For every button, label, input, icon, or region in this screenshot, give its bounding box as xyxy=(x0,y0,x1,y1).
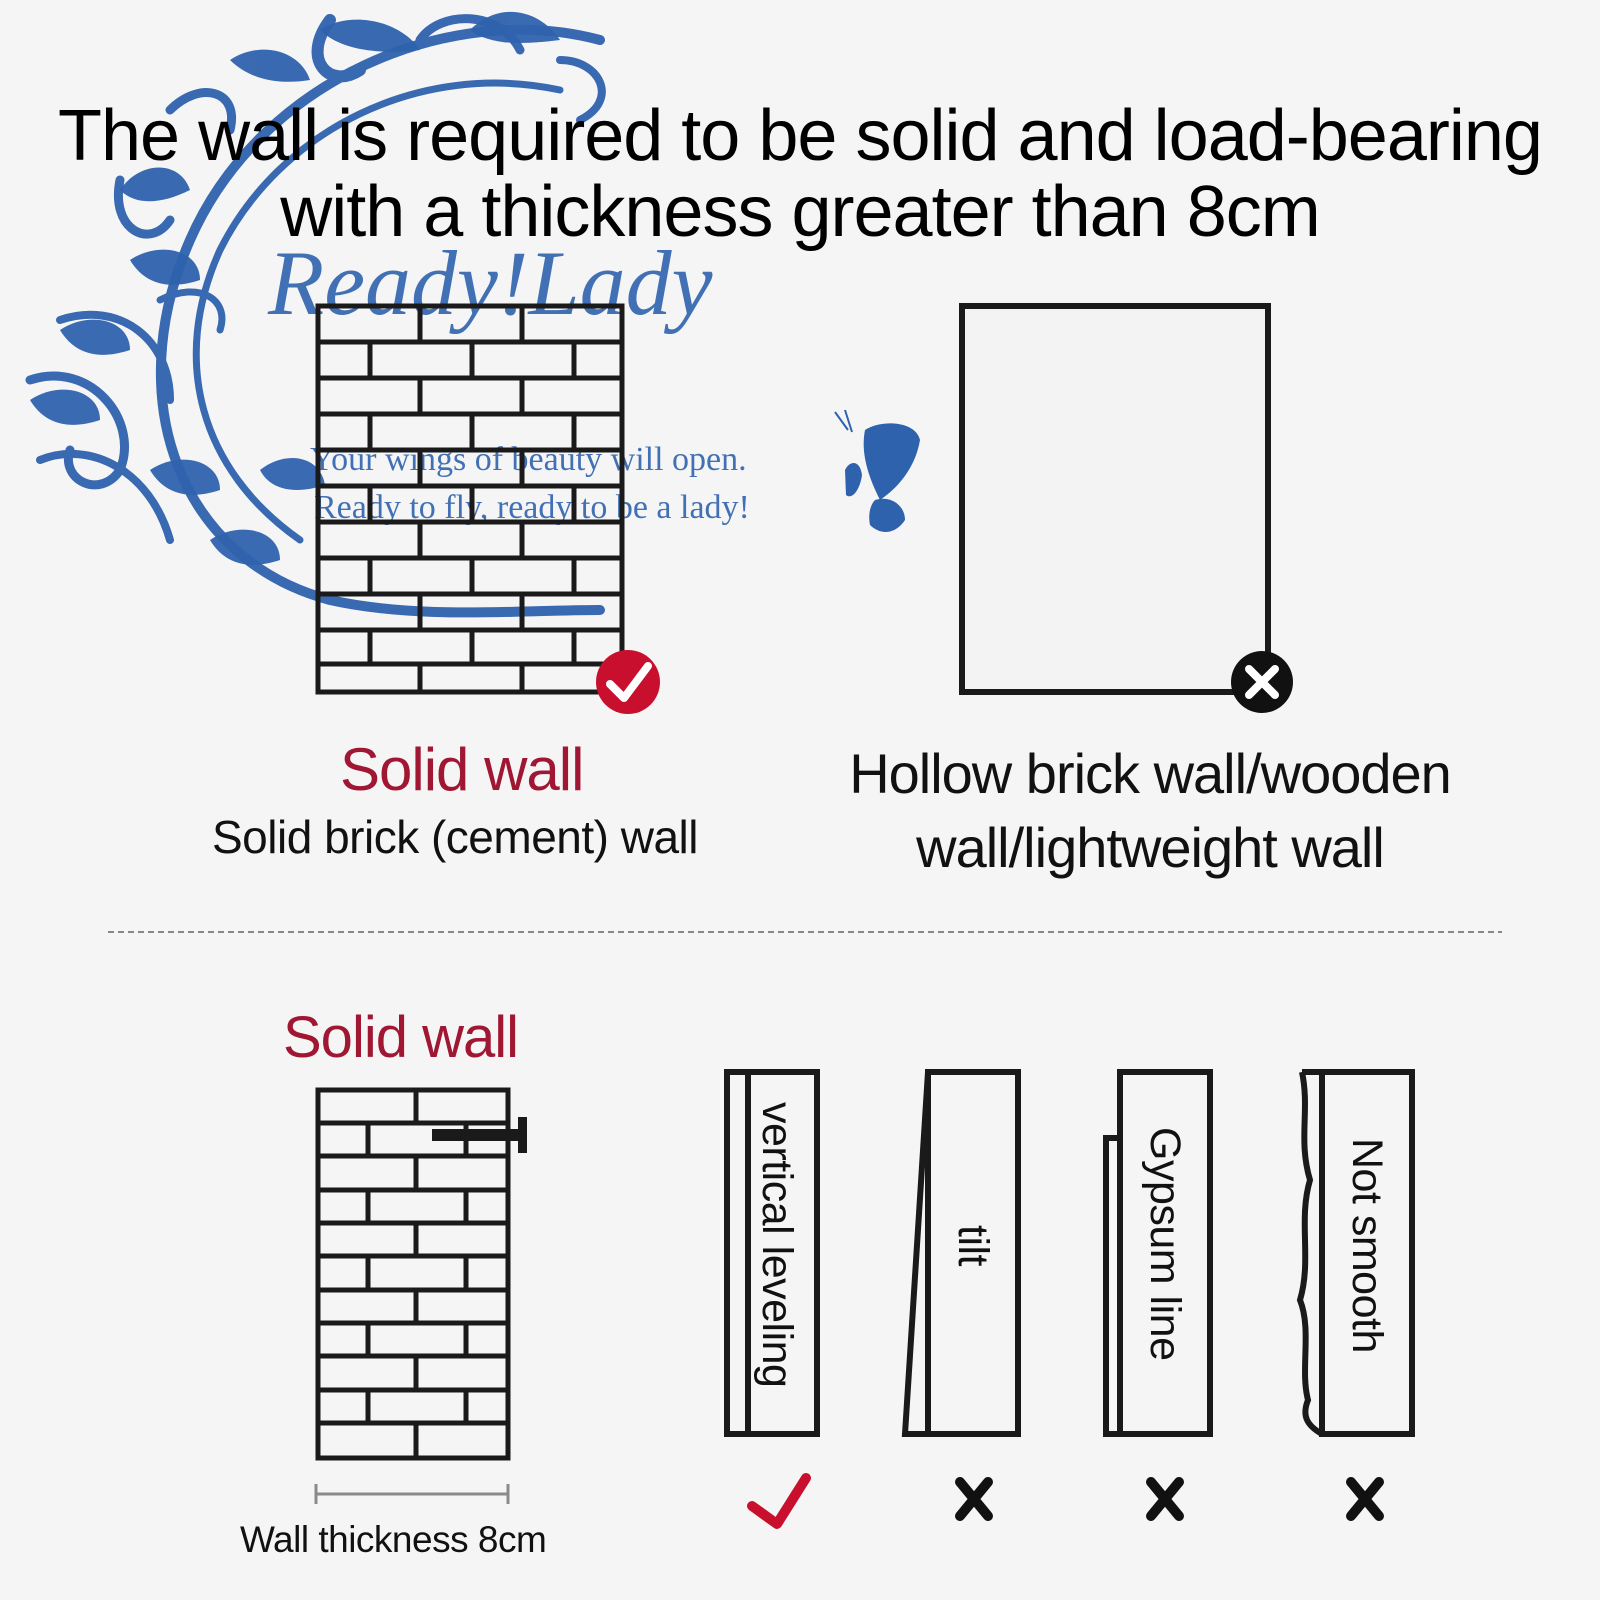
brick-wall-section-illustration xyxy=(315,1087,511,1461)
condition-label-not-smooth: Not smooth xyxy=(1343,1138,1391,1353)
hollow-wall-label-line-1: Hollow brick wall/wooden xyxy=(849,742,1452,805)
solid-wall-subtitle: Solid brick (cement) wall xyxy=(212,811,698,863)
gypsum-line-wall-illustration xyxy=(1103,1069,1213,1437)
not-smooth-wall-illustration xyxy=(1296,1069,1415,1437)
watermark-brand: Ready!Lady xyxy=(267,232,713,334)
thickness-dimension-line xyxy=(314,1484,510,1504)
condition-label-tilt: tilt xyxy=(949,1225,997,1266)
bottom-solid-wall-title: Solid wall xyxy=(283,1005,519,1070)
condition-label-gypsum-line: Gypsum line xyxy=(1141,1127,1189,1361)
solid-wall-title: Solid wall xyxy=(340,736,584,803)
x-badge-icon xyxy=(1231,651,1293,713)
hollow-wall-label-line-2: wall/lightweight wall xyxy=(916,816,1385,879)
hollow-wall-label: Hollow brick wall/wooden wall/lightweigh… xyxy=(800,737,1500,885)
watermark-logo xyxy=(25,14,606,618)
headline-line-1: The wall is required to be solid and loa… xyxy=(58,96,1543,176)
page-headline: The wall is required to be solid and loa… xyxy=(20,98,1580,250)
butterfly-icon xyxy=(834,409,920,532)
check-badge-icon xyxy=(596,650,660,714)
result-x-icon xyxy=(1146,1477,1184,1521)
wall-thickness-label: Wall thickness 8cm xyxy=(240,1519,547,1560)
tilt-wall-illustration xyxy=(901,1069,1021,1437)
result-check-icon xyxy=(747,1473,811,1529)
leaf-shapes xyxy=(30,11,560,565)
watermark-tagline-1: Your wings of beauty will open. xyxy=(310,441,747,478)
result-x-icon xyxy=(955,1477,993,1521)
hollow-wall-illustration xyxy=(959,303,1271,695)
anchor-bolt-icon xyxy=(432,1117,527,1153)
result-x-icon xyxy=(1346,1477,1384,1521)
vertical-leveling-wall-illustration xyxy=(724,1069,820,1437)
condition-label-vertical-leveling: vertical leveling xyxy=(753,1102,801,1388)
headline-line-2: with a thickness greater than 8cm xyxy=(280,172,1321,252)
solid-brick-wall-illustration xyxy=(315,303,625,695)
